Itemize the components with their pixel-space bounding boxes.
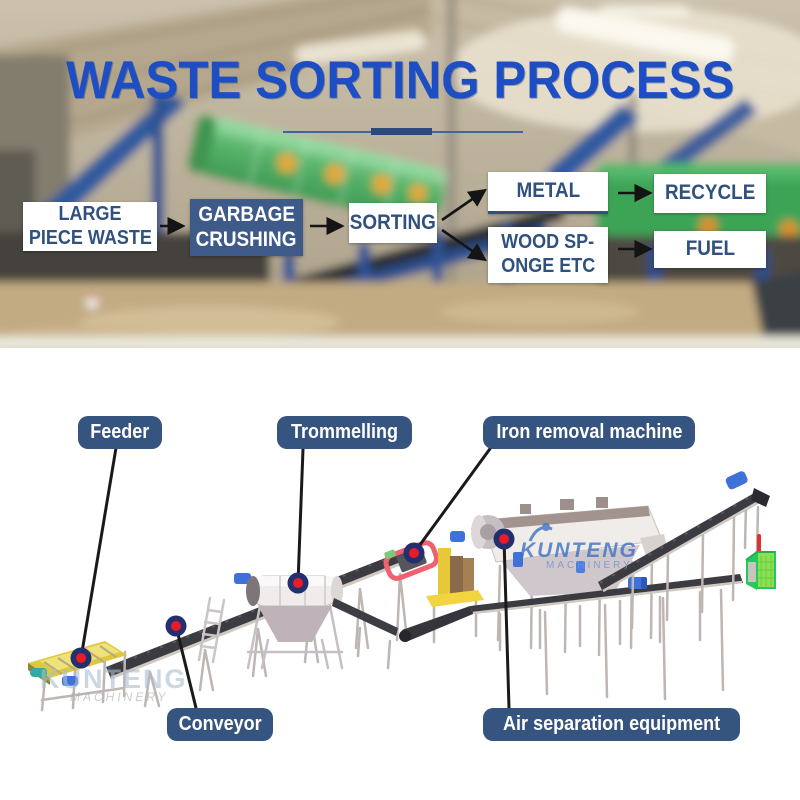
leader-line-iron-removal: [412, 444, 494, 555]
svg-text:MACHINERY: MACHINERY: [70, 690, 169, 704]
leader-lines: [79, 444, 511, 710]
factory-photo-background: [0, 0, 800, 348]
pointer-dots: [70, 528, 515, 669]
page-title: WASTE SORTING PROCESS: [65, 51, 735, 110]
support-pole: [447, 0, 456, 315]
pointer-dot-air-separation: [493, 528, 515, 550]
baler-machine: [745, 534, 776, 590]
leader-line-conveyor: [174, 624, 198, 710]
leader-line-air-separation: [502, 537, 511, 710]
roof: [0, 0, 800, 160]
label-feeder: Feeder: [78, 416, 162, 449]
blue-conveyor-photo: [40, 92, 186, 224]
title-separator-accent: [371, 128, 432, 135]
leader-line-trommelling: [296, 447, 305, 585]
pointer-dot-conveyor: [165, 615, 187, 637]
output-conveyor: [598, 471, 770, 630]
fines-conveyor: [399, 574, 743, 701]
pointer-dot-feeder: [70, 647, 92, 669]
label-air-separation-equipment: Air separation equipment: [483, 708, 740, 741]
magnet-stand: [426, 531, 484, 644]
flow-node-metal: METAL: [488, 172, 608, 214]
svg-text:KUNTENG: KUNTENG: [520, 539, 638, 562]
flow-node-wood-sponge: WOOD SP- ONGE ETC: [488, 227, 608, 283]
trommel-ladder: [197, 596, 226, 664]
label-iron-removal-machine: Iron removal machine: [483, 416, 695, 449]
flow-node-garbage-crushing: GARBAGE CRUSHING: [190, 199, 303, 256]
flow-node-sorting: SORTING: [349, 203, 437, 243]
pointer-dot-iron-removal: [403, 542, 425, 564]
photo-shapes: [0, 0, 800, 348]
leader-line-feeder: [79, 446, 118, 660]
green-trommel-photo: [187, 114, 449, 224]
brand-watermark-blue: KUNTENG MACHINERY: [520, 523, 638, 571]
brand-watermark-grey: KUNTENG MACHINERY: [40, 664, 188, 704]
photo-header: WASTE SORTING PROCESS LARGE PIECE WASTE …: [0, 0, 800, 348]
label-trommelling: Trommelling: [277, 416, 412, 449]
label-conveyor: Conveyor: [167, 708, 273, 741]
discharge-chute: [332, 598, 398, 670]
machinery-illustration: KUNTENG MACHINERY KUNTENG MACHINERY: [28, 444, 776, 712]
flow-node-fuel: FUEL: [654, 231, 766, 268]
flow-node-recycle: RECYCLE: [654, 174, 766, 213]
svg-text:KUNTENG: KUNTENG: [40, 664, 188, 694]
pointer-dot-trommelling: [287, 572, 309, 594]
flow-node-large-piece-waste: LARGE PIECE WASTE: [23, 202, 157, 251]
svg-text:MACHINERY: MACHINERY: [546, 560, 633, 571]
